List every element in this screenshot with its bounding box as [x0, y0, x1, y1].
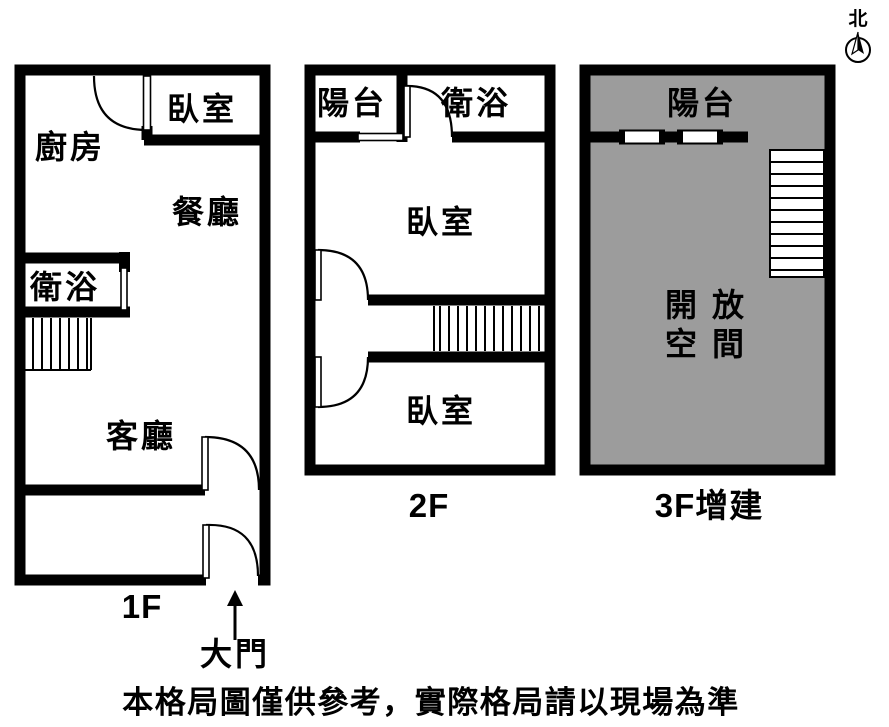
- floor2-label: 2F: [409, 487, 450, 524]
- floor2-plan: 陽台 衛浴 臥室 臥室 2F: [304, 64, 556, 524]
- floor3-open-space-line1: 開 放: [665, 287, 747, 323]
- floor1-stairs: [15, 318, 92, 371]
- living-door-leaf: [201, 436, 209, 491]
- balcony-door-leaf: [357, 132, 404, 142]
- floor3-window-2: [677, 129, 723, 145]
- floor3-stairs: [769, 149, 825, 278]
- floor2-bedroom-lower-label: 臥室: [406, 393, 476, 429]
- disclaimer-text: 本格局圖僅供參考，實際格局請以現場為準: [122, 685, 740, 720]
- floor2-bedroom-upper-label: 臥室: [406, 204, 476, 240]
- living-door-arc: [204, 435, 261, 491]
- window-frame: [619, 129, 665, 145]
- window-cap: [659, 130, 664, 144]
- floor2-outer-walls: [304, 64, 556, 476]
- compass: 北: [845, 8, 871, 63]
- arrow-head: [227, 590, 243, 606]
- entrance-door-leaf: [202, 524, 210, 579]
- bedroom-lower-door-leaf: [314, 356, 322, 408]
- floor1-label: 1F: [122, 588, 163, 625]
- floor1-dining-label: 餐廳: [172, 194, 242, 230]
- floor2-bathroom-label: 衛浴: [440, 85, 511, 121]
- main-door-arrow: [227, 590, 243, 640]
- bedroom-upper-door-leaf: [314, 249, 322, 301]
- entrance-door-arc: [205, 523, 260, 577]
- compass-needle-dark: [858, 32, 864, 54]
- floor1-bathroom-label: 衛浴: [29, 269, 100, 305]
- floor2-balcony-label: 陽台: [317, 85, 387, 121]
- floor3-window-1: [619, 129, 665, 145]
- floor1-bedroom-label: 臥室: [167, 91, 237, 127]
- bedroom-upper-door-arc: [317, 248, 370, 301]
- floor3-open-space-line2: 空 間: [665, 326, 747, 362]
- floor1-outer-walls: [14, 64, 271, 586]
- floor3-outer-walls: [579, 64, 836, 476]
- stair-box: [769, 149, 825, 278]
- window-cap: [620, 130, 625, 144]
- main-door-label: 大門: [200, 636, 270, 672]
- floor1-living-label: 客廳: [106, 418, 176, 454]
- floor1-bathroom-wall-cap: [119, 252, 130, 272]
- window-cap: [678, 130, 683, 144]
- bedroom-lower-door-arc: [317, 356, 370, 409]
- floor1-kitchen-label: 廚房: [35, 129, 105, 165]
- floor1-plan: 廚房 臥室 餐廳 衛浴 客廳 1F 大門: [14, 64, 271, 672]
- floor3-plan: 陽台 開 放 空 間 3F增建: [579, 64, 836, 524]
- bedroom-door-leaf: [142, 75, 152, 131]
- floor3-balcony-label: 陽台: [667, 85, 737, 121]
- bathroom-door-arc: [406, 84, 454, 138]
- bathroom-door-leaf: [120, 267, 128, 311]
- window-frame: [677, 129, 723, 145]
- floor1-entrance-opening: [206, 571, 258, 588]
- bedroom-door-arc: [92, 75, 148, 132]
- floor1-bedroom-wall-stub: [141, 126, 153, 140]
- floor2-stairs: [433, 306, 540, 351]
- bathroom-door-leaf: [403, 85, 411, 138]
- compass-north-label: 北: [848, 8, 867, 30]
- floor3-label: 3F增建: [655, 487, 764, 524]
- window-cap: [717, 130, 722, 144]
